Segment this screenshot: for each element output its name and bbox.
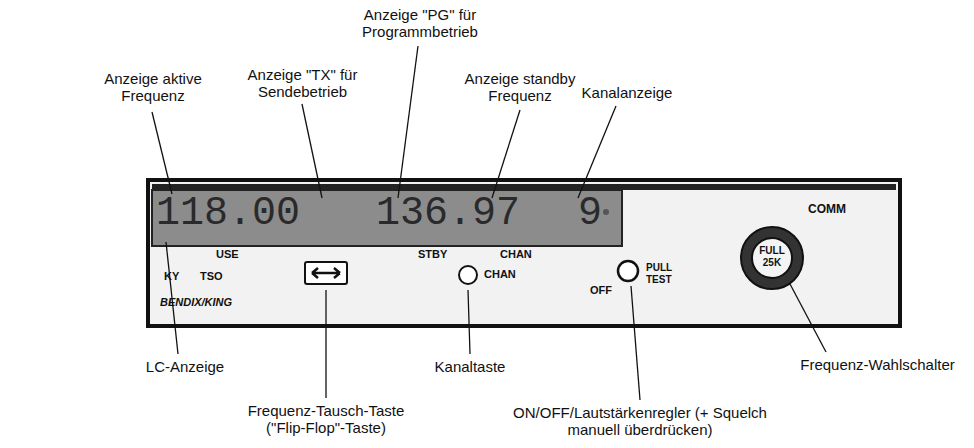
panel-marking: COMM <box>808 203 868 217</box>
panel-marking: STBY <box>418 248 468 261</box>
callout-label: Frequenz-Tausch-Taste ("Flip-Flop"-Taste… <box>236 402 416 437</box>
channel-button <box>459 266 477 284</box>
panel-marking: CHAN <box>500 248 550 261</box>
frequency-knob-inner <box>752 238 792 278</box>
panel-marking: PULL TEST <box>646 262 686 285</box>
callout-label: Anzeige "TX" für Sendebetrieb <box>215 66 390 101</box>
flip-flop-button <box>305 262 347 284</box>
frequency-knob-outer <box>741 227 803 289</box>
callout-label: Kanaltaste <box>420 358 520 375</box>
panel-marking: USE <box>216 248 266 261</box>
display-digits: 136.97 <box>376 194 566 234</box>
callout-label: Anzeige standby Frequenz <box>455 70 585 105</box>
callout-label: ON/OFF/Lautstärkenregler (+ Squelch manu… <box>510 404 770 439</box>
leader-lines <box>152 46 826 400</box>
callout-label: Anzeige aktive Frequenz <box>88 70 218 105</box>
photocell <box>603 209 609 215</box>
display-digits: 9 <box>578 194 608 234</box>
lcd-window <box>152 190 622 246</box>
callout-label: Kanalanzeige <box>572 84 682 101</box>
panel-marking: KY <box>164 270 194 283</box>
swap-arrow-symbol <box>312 268 340 278</box>
panel-marking: CHAN <box>484 268 534 281</box>
brand-marking: BENDIX/KING <box>160 296 270 309</box>
callout-label: Anzeige "PG" für Programmbetrieb <box>330 6 510 41</box>
volume-knob <box>618 261 638 281</box>
callout-label: Frequenz-Wahlschalter <box>790 356 965 373</box>
callout-label: LC-Anzeige <box>130 358 240 375</box>
display-digits: 118.00 <box>156 194 346 234</box>
panel-marking: TSO <box>200 270 240 283</box>
panel-marking: OFF <box>590 284 626 297</box>
knob-marking: FULL 25K <box>756 245 788 268</box>
panel-housing <box>148 180 900 326</box>
